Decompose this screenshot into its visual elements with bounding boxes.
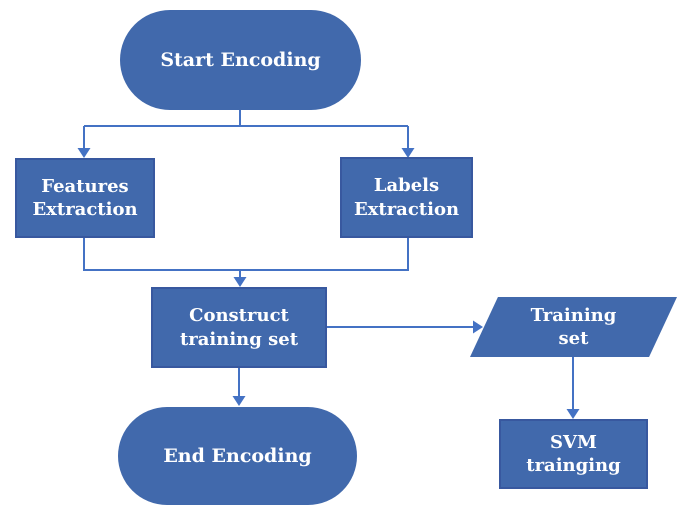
arrowhead-into-training-set bbox=[473, 320, 483, 334]
arrowhead-into-features bbox=[77, 148, 91, 158]
node-features-extraction: Features Extraction bbox=[15, 158, 155, 238]
node-construct-training-set: Construct training set bbox=[151, 287, 327, 368]
node-end-encoding: End Encoding bbox=[118, 407, 357, 505]
node-svm-training: SVM trainging bbox=[499, 419, 648, 489]
arrowhead-into-construct bbox=[233, 277, 247, 287]
arrowhead-into-end bbox=[232, 396, 246, 406]
node-labels-extraction: Labels Extraction bbox=[340, 157, 473, 238]
arrowhead-into-svm bbox=[566, 409, 580, 419]
arrowhead-into-labels bbox=[401, 148, 415, 158]
node-training-set: Training set bbox=[470, 297, 677, 357]
node-start-encoding: Start Encoding bbox=[120, 10, 361, 110]
